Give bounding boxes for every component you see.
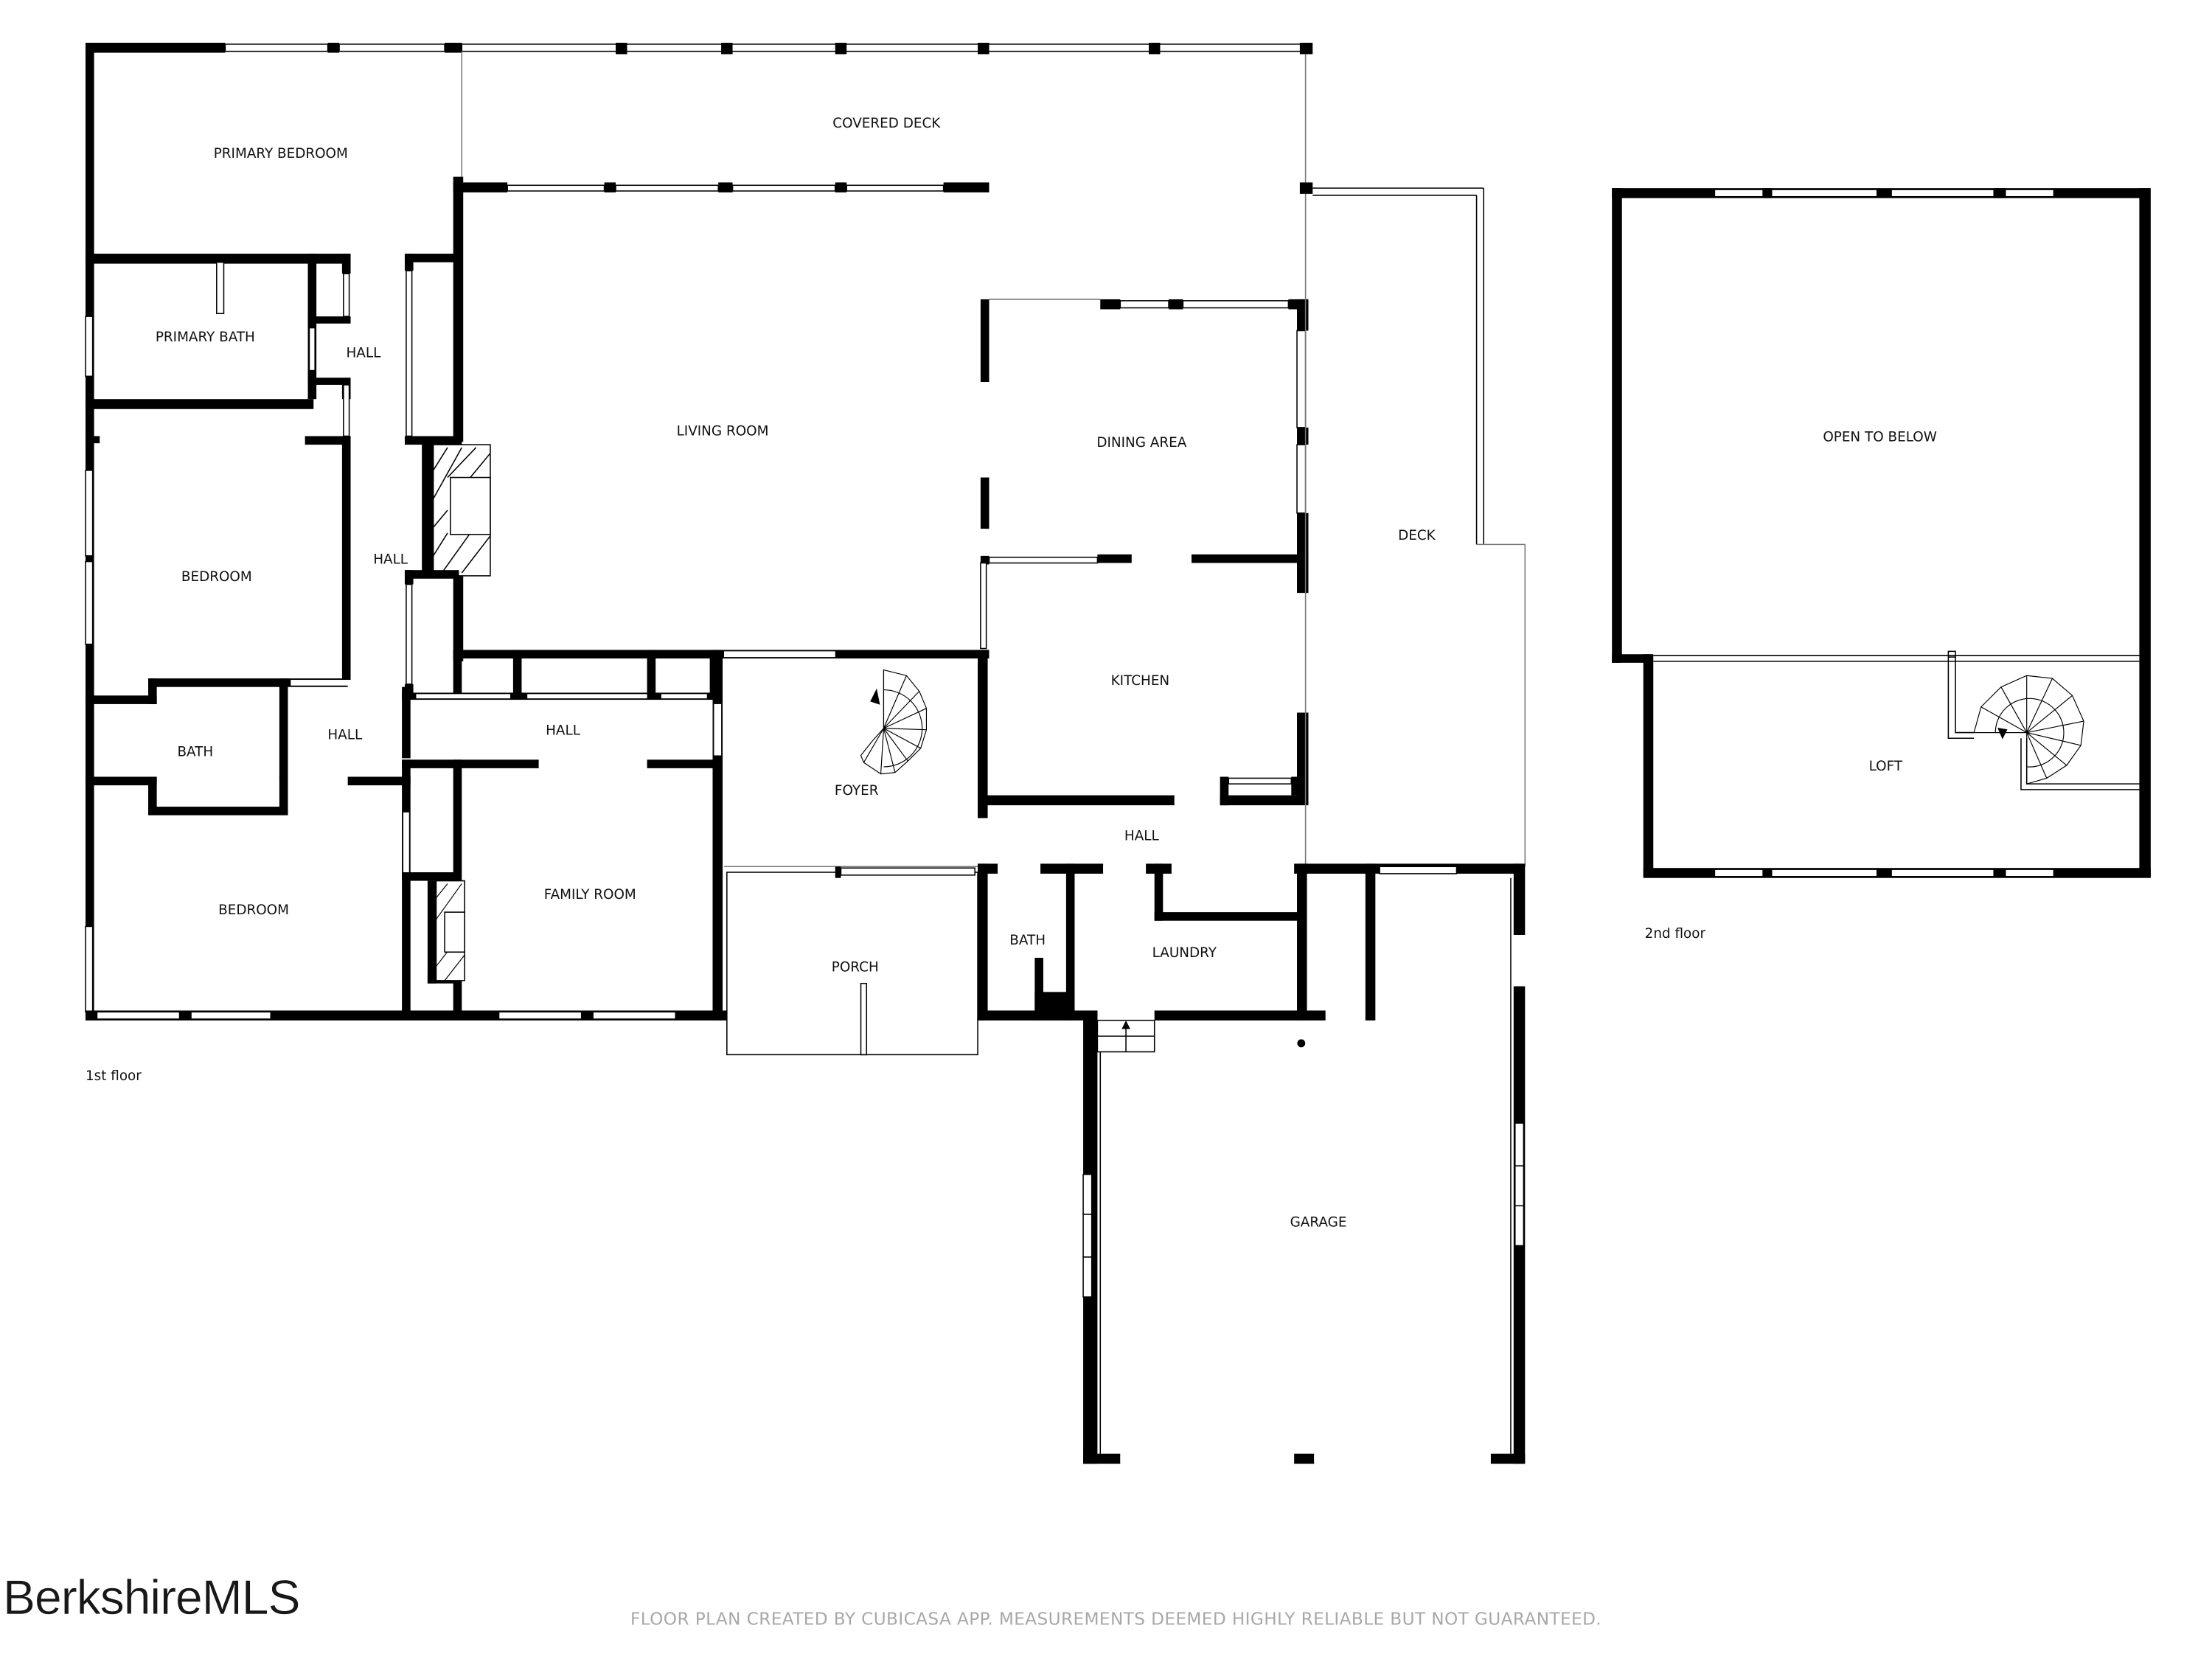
room-label-open-to-below: OPEN TO BELOW (1823, 429, 1937, 445)
room-label-loft: LOFT (1869, 759, 1903, 774)
room-label-dining-area: DINING AREA (1096, 435, 1186, 451)
room-label-hall-center: HALL (546, 723, 581, 739)
room-label-hall-kitchen: HALL (1124, 829, 1160, 844)
room-label-bath-1: BATH (177, 745, 213, 760)
floor-label-second: 2nd floor (1645, 926, 1706, 942)
room-label-deck: DECK (1398, 528, 1436, 543)
first-floor-plan: PRIMARY BEDROOM COVERED DECK PRIMARY BAT… (85, 42, 1526, 1464)
room-label-foyer: FOYER (835, 783, 879, 799)
floor-label-first: 1st floor (86, 1068, 142, 1084)
spiral-staircase-foyer (860, 669, 928, 775)
room-label-bedroom-1: BEDROOM (181, 569, 252, 585)
room-label-hall-bath: HALL (327, 727, 363, 742)
room-label-covered-deck: COVERED DECK (832, 116, 941, 131)
footer-disclaimer: FLOOR PLAN CREATED BY CUBICASA APP. MEAS… (630, 1610, 1601, 1630)
berkshire-mls-logo: BerkshireMLS (3, 1570, 301, 1625)
room-label-primary-bath: PRIMARY BATH (156, 330, 255, 345)
room-label-bath-2: BATH (1009, 933, 1046, 948)
second-floor-plan: OPEN TO BELOW LOFT 2nd floor (1612, 188, 2151, 942)
spiral-staircase-loft (1973, 675, 2084, 785)
room-label-hall-mid: HALL (373, 552, 408, 568)
room-label-living-room: LIVING ROOM (677, 424, 769, 439)
room-label-primary-bedroom: PRIMARY BEDROOM (214, 146, 348, 161)
room-label-kitchen: KITCHEN (1111, 673, 1170, 689)
room-label-garage: GARAGE (1290, 1215, 1347, 1231)
room-label-bedroom-2: BEDROOM (218, 902, 289, 918)
room-label-laundry: LAUNDRY (1152, 945, 1217, 961)
room-label-porch: PORCH (832, 960, 879, 975)
room-label-hall-upper: HALL (346, 345, 381, 361)
room-label-family-room: FAMILY ROOM (544, 887, 636, 902)
